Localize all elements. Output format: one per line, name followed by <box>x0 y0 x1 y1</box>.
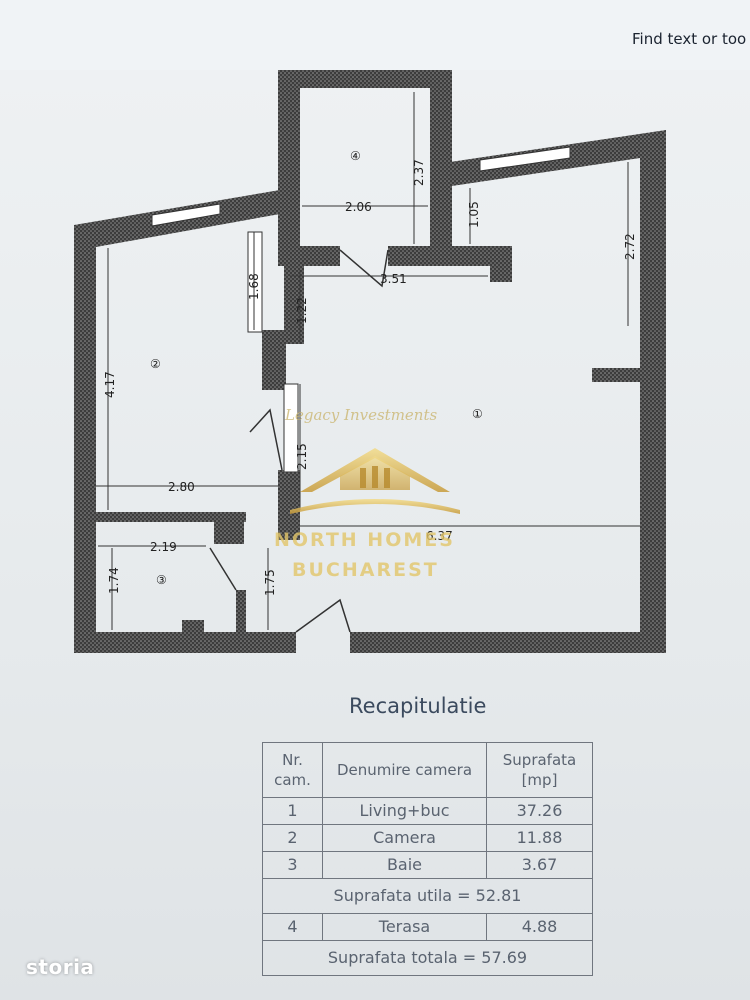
table-row: 3 Baie 3.67 <box>262 851 593 879</box>
door-entrance <box>295 598 351 633</box>
door-room2 <box>249 408 283 471</box>
doors <box>209 249 389 633</box>
dimension-labels: 2.06 2.37 1.05 2.72 3.51 1.68 1.22 4.17 … <box>103 159 637 596</box>
wall-stub-terrace <box>490 246 512 282</box>
wall-room4-right <box>430 70 452 266</box>
row-nr: 3 <box>262 851 323 879</box>
dim-label: 1.68 <box>247 273 261 300</box>
house-logo-icon <box>290 448 460 514</box>
wall-room4-bottom-a <box>300 246 340 266</box>
dim-label: 2.80 <box>168 480 195 494</box>
row-area: 3.67 <box>486 851 593 879</box>
table-row: 4 Terasa 4.88 <box>262 913 593 941</box>
wall-hall-column <box>284 262 304 344</box>
dim-label: 1.22 <box>295 297 309 324</box>
row-name: Terasa <box>322 913 487 941</box>
total-area: Suprafata totala = 57.69 <box>262 940 593 976</box>
wall-bath-right <box>236 590 246 632</box>
wall-bottom-left <box>74 632 296 653</box>
dim-label: 3.51 <box>380 272 407 286</box>
row-area: 11.88 <box>486 824 593 852</box>
viewer-toolbar: Find text or too <box>0 0 750 71</box>
dimension-lines <box>96 92 640 630</box>
util-row: Suprafata utila = 52.81 <box>262 878 593 914</box>
header-name: Denumire camera <box>322 742 487 798</box>
wall-left <box>74 225 96 653</box>
row-nr: 1 <box>262 797 323 825</box>
row-area: 4.88 <box>486 913 593 941</box>
window-living <box>479 146 571 172</box>
window-room2 <box>151 203 221 227</box>
row-name: Baie <box>322 851 487 879</box>
window-inner-b <box>283 383 299 473</box>
door-room4 <box>339 249 389 288</box>
window-inner-a <box>247 231 263 333</box>
dim-label: 2.06 <box>345 200 372 214</box>
table-row: 1 Living+buc 37.26 <box>262 797 593 825</box>
wall-bath-corner <box>214 522 244 544</box>
watermark: Legacy Investments NORTH HOMES BUCHAREST <box>274 406 460 581</box>
dim-label: 1.74 <box>107 567 121 594</box>
dim-label: 2.72 <box>623 233 637 260</box>
table-row: 2 Camera 11.88 <box>262 824 593 852</box>
watermark-tagline: Legacy Investments <box>284 406 437 424</box>
row-area: 37.26 <box>486 797 593 825</box>
room-number-4: ④ <box>350 149 361 163</box>
wall-bath-stub <box>182 620 204 632</box>
door-bath <box>209 547 237 591</box>
walls <box>74 70 666 653</box>
header-area: Suprafata [mp] <box>486 742 593 798</box>
room-numbers: ① ② ③ ④ <box>150 149 483 587</box>
wall-room4-top <box>278 70 452 88</box>
dim-label: 6.37 <box>426 529 453 543</box>
wall-room4-bottom-b <box>388 246 512 266</box>
room-number-2: ② <box>150 357 161 371</box>
table-header-row: Nr. cam. Denumire camera Suprafata [mp] <box>262 742 593 798</box>
room-number-1: ① <box>472 407 483 421</box>
header-nr: Nr. cam. <box>262 742 323 798</box>
watermark-city: BUCHAREST <box>292 559 439 581</box>
dim-label: 1.75 <box>263 569 277 596</box>
floor-plan: 2.06 2.37 1.05 2.72 3.51 1.68 1.22 4.17 … <box>74 70 666 653</box>
dim-label: 2.37 <box>412 159 426 186</box>
row-nr: 2 <box>262 824 323 852</box>
dim-label: 4.17 <box>103 371 117 398</box>
wall-room4-left <box>278 70 300 266</box>
wall-interior-b <box>278 470 300 540</box>
wall-bottom-right <box>350 632 666 653</box>
dim-label: 2.19 <box>150 540 177 554</box>
recap-table: Nr. cam. Denumire camera Suprafata [mp] … <box>262 742 593 976</box>
recap-title: Recapitulatie <box>349 694 487 718</box>
room-number-3: ③ <box>156 573 167 587</box>
total-row: Suprafata totala = 57.69 <box>262 940 593 976</box>
watermark-brand: NORTH HOMES <box>274 529 455 551</box>
wall-interior-a <box>262 330 286 390</box>
util-area: Suprafata utila = 52.81 <box>262 878 593 914</box>
find-text-button[interactable]: Find text or too <box>632 30 747 48</box>
row-name: Camera <box>322 824 487 852</box>
row-nr: 4 <box>262 913 323 941</box>
storia-logo: storia <box>26 955 95 979</box>
windows <box>151 146 571 473</box>
row-name: Living+buc <box>322 797 487 825</box>
dim-label: 2.15 <box>295 443 309 470</box>
wall-right-stub <box>592 368 640 382</box>
dim-label: 1.05 <box>467 201 481 228</box>
wall-room2-room3 <box>96 512 246 522</box>
wall-right <box>640 130 666 653</box>
